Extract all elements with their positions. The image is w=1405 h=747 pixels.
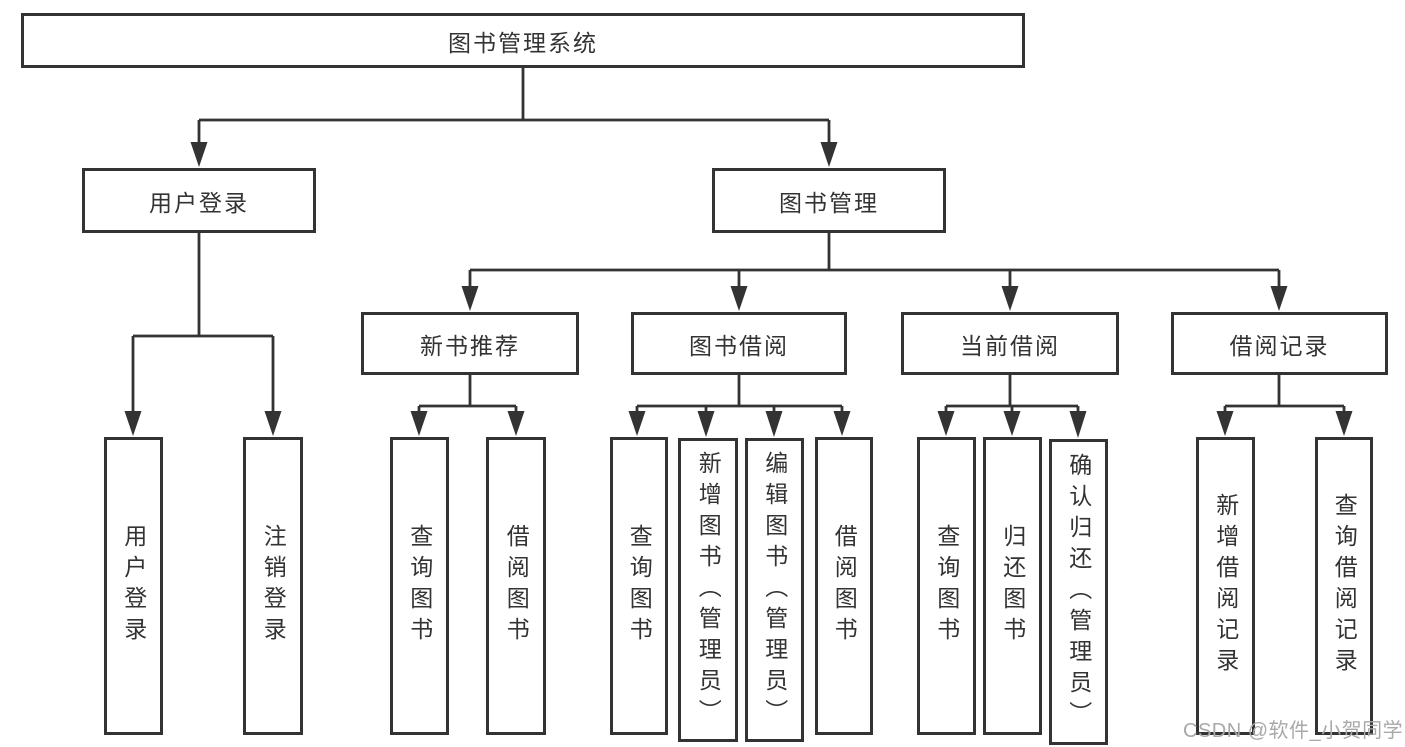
leaf-borrow-query-books: 查询图书 bbox=[610, 437, 668, 735]
leaf-current-return-books: 归还图书 bbox=[983, 437, 1042, 735]
connector-book-management-children bbox=[461, 233, 1288, 311]
connector-new-book-children bbox=[410, 375, 525, 436]
connector-book-borrow-children bbox=[628, 375, 851, 437]
leaf-records-add-record: 新增借阅记录 bbox=[1196, 437, 1255, 735]
node-book-borrow: 图书借阅 bbox=[631, 312, 847, 375]
leaf-current-confirm-return-admin: 确认归还（管理员） bbox=[1049, 439, 1108, 745]
node-borrow-records: 借阅记录 bbox=[1171, 312, 1388, 375]
connector-current-borrow-children bbox=[937, 375, 1087, 438]
node-book-management: 图书管理 bbox=[712, 168, 946, 233]
leaf-newbook-borrow-books: 借阅图书 bbox=[486, 437, 546, 735]
connector-user-login-children bbox=[124, 233, 282, 436]
connector-root-to-level2 bbox=[190, 68, 838, 167]
leaf-borrow-borrow-books: 借阅图书 bbox=[815, 437, 873, 735]
leaf-current-query-books: 查询图书 bbox=[917, 437, 976, 735]
node-user-login: 用户登录 bbox=[82, 168, 316, 233]
leaf-logout: 注销登录 bbox=[243, 437, 303, 735]
connector-borrow-records-children bbox=[1216, 375, 1353, 436]
leaf-newbook-query-books: 查询图书 bbox=[390, 437, 449, 735]
leaf-user-login: 用户登录 bbox=[104, 437, 163, 735]
leaf-borrow-edit-books-admin: 编辑图书（管理员） bbox=[745, 438, 804, 742]
leaf-borrow-add-books-admin: 新增图书（管理员） bbox=[678, 438, 738, 742]
node-root: 图书管理系统 bbox=[21, 13, 1025, 68]
node-new-book-recommend: 新书推荐 bbox=[361, 312, 579, 375]
leaf-records-query-record: 查询借阅记录 bbox=[1315, 437, 1373, 735]
node-current-borrow: 当前借阅 bbox=[901, 312, 1119, 375]
csdn-watermark: CSDN @软件_小贺同学 bbox=[1183, 720, 1404, 742]
